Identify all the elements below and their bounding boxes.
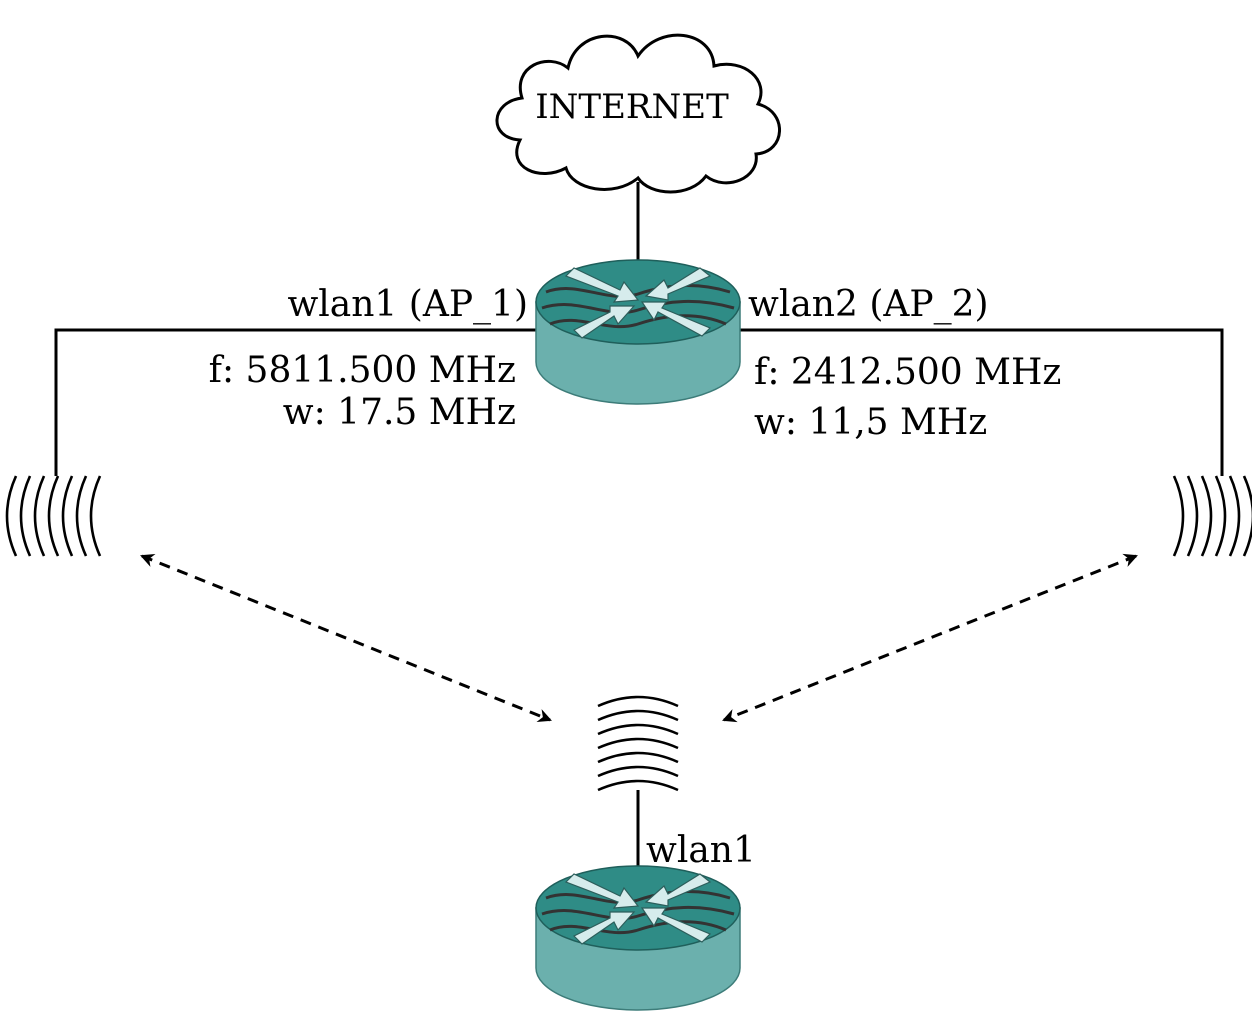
left-interface-frequency: f: 5811.500 MHz xyxy=(209,350,516,391)
link-right-dashed-arrow xyxy=(722,553,1138,723)
cloud-label: INTERNET xyxy=(535,87,729,127)
left-interface-name: wlan1 (AP_1) xyxy=(287,284,528,325)
cloud-icon xyxy=(495,33,781,194)
wire-left xyxy=(54,328,536,476)
right-interface-width: w: 11,5 MHz xyxy=(754,402,987,443)
antenna-client-icon xyxy=(596,695,680,792)
antenna-left-icon xyxy=(5,474,102,558)
client-interface-label: wlan1 xyxy=(646,830,756,871)
left-interface-width: w: 17.5 MHz xyxy=(283,392,516,433)
right-interface-name: wlan2 (AP_2) xyxy=(748,284,989,325)
right-interface-frequency: f: 2412.500 MHz xyxy=(754,352,1061,393)
link-left-dashed-arrow xyxy=(140,553,552,723)
router-icon xyxy=(534,258,742,406)
antenna-right-icon xyxy=(1172,474,1252,558)
internet-cloud: INTERNET xyxy=(495,33,781,194)
wire-right xyxy=(740,328,1224,476)
client-router-icon xyxy=(534,864,742,1012)
